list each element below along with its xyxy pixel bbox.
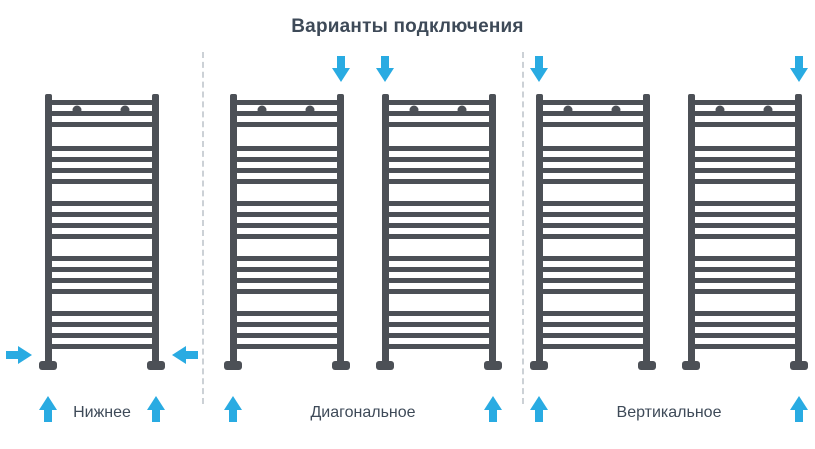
flow-arrow-up-icon xyxy=(39,396,57,422)
towel-rail-radiator xyxy=(374,56,504,422)
flow-arrow-down-icon xyxy=(332,56,350,82)
towel-rail-radiator xyxy=(222,56,352,422)
towel-rail-radiator xyxy=(680,56,810,422)
towel-rail-radiator xyxy=(6,88,198,422)
group-diagonal-connection: Диагональное xyxy=(204,50,522,422)
diagram-row: Нижнее Диагональное Вертикальное xyxy=(0,50,815,422)
group-label: Вертикальное xyxy=(616,404,722,421)
dashed-separator xyxy=(202,52,204,404)
flow-arrow-right-icon xyxy=(6,346,32,364)
flow-arrow-down-icon xyxy=(530,56,548,82)
radiators-container xyxy=(222,50,504,422)
flow-arrow-up-icon xyxy=(530,396,548,422)
dashed-separator xyxy=(522,52,524,404)
flow-arrow-up-icon xyxy=(790,396,808,422)
radiators-container xyxy=(528,50,810,422)
flow-arrow-down-icon xyxy=(790,56,808,82)
towel-rail-drawing xyxy=(530,94,656,370)
towel-rail-drawing xyxy=(682,94,808,370)
towel-rail-drawing xyxy=(39,94,165,370)
towel-rail-radiator xyxy=(528,56,658,422)
group-label: Нижнее xyxy=(73,404,131,421)
page-title: Варианты подключения xyxy=(291,16,524,37)
flow-arrow-down-icon xyxy=(376,56,394,82)
flow-arrow-up-icon xyxy=(147,396,165,422)
group-bottom-connection: Нижнее xyxy=(2,50,202,422)
towel-rail-drawing xyxy=(376,94,502,370)
flow-arrow-left-icon xyxy=(172,346,198,364)
flow-arrow-up-icon xyxy=(224,396,242,422)
group-vertical-connection: Вертикальное xyxy=(524,50,814,422)
radiators-container xyxy=(6,50,198,422)
group-label: Диагональное xyxy=(310,404,416,421)
towel-rail-drawing xyxy=(224,94,350,370)
flow-arrow-up-icon xyxy=(484,396,502,422)
